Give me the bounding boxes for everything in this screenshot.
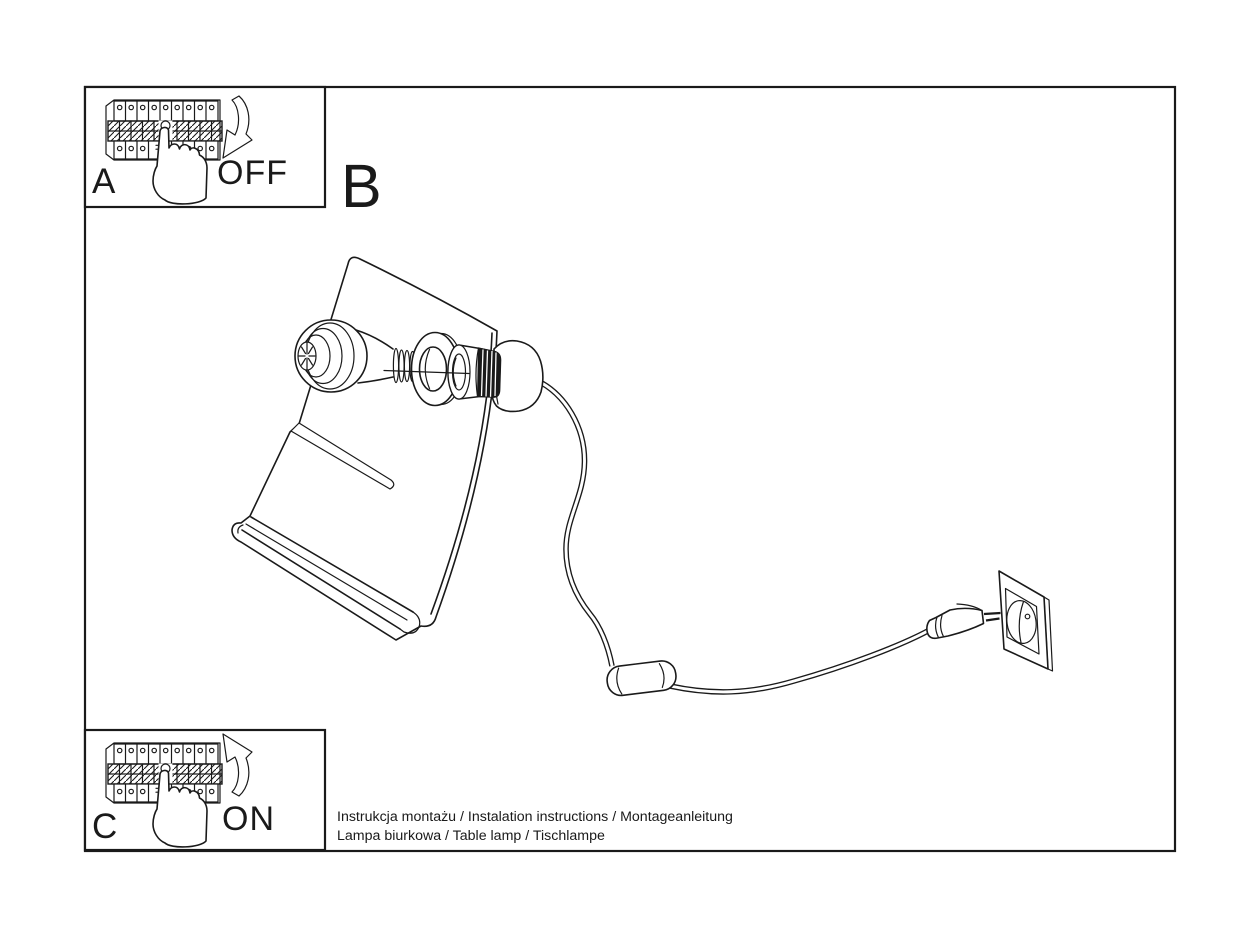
power-cord-icon bbox=[534, 377, 937, 695]
panel-a-off-label: OFF bbox=[217, 154, 288, 192]
panel-c-label: C bbox=[92, 807, 117, 846]
lamp-bracket-stand bbox=[231, 256, 498, 641]
desk-lamp-drawing bbox=[231, 256, 1054, 697]
inline-switch-icon bbox=[606, 660, 677, 697]
power-plug-icon bbox=[926, 603, 1001, 640]
panel-b-frame bbox=[83, 85, 1177, 853]
footer-instructions-line: Instrukcja montażu / Instalation instruc… bbox=[337, 809, 733, 825]
panel-b-label: B bbox=[341, 152, 382, 220]
lamp-socket-icon bbox=[383, 344, 502, 400]
socket-ring-icon bbox=[410, 331, 463, 407]
panel-a-label: A bbox=[92, 162, 116, 201]
panel-c-on-label: ON bbox=[222, 800, 275, 838]
footer-product-line: Lampa biurkowa / Table lamp / Tischlampe bbox=[337, 828, 605, 844]
wall-socket-icon bbox=[998, 570, 1054, 672]
